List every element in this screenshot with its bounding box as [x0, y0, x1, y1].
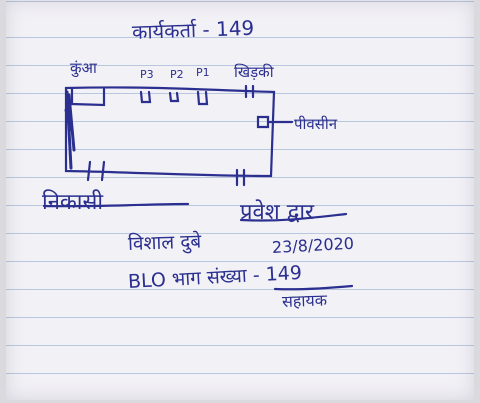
well-label: कुंआ — [70, 59, 97, 77]
role-label: सहायक — [281, 290, 328, 311]
gate-underline — [239, 212, 348, 222]
gate-ticks — [235, 168, 246, 187]
entry-gate-label: प्रवेश द्वार — [240, 200, 315, 225]
notebook-page — [6, 0, 474, 400]
pillar-p1-marker — [196, 90, 209, 106]
blo-underline — [273, 284, 354, 291]
left-wall-scribble — [64, 90, 76, 170]
pv-label: पीवसीन — [294, 115, 338, 133]
exit-ticks — [86, 160, 106, 182]
pillar-p3-label: P3 — [140, 68, 154, 81]
window-label: खिड़की — [234, 63, 274, 81]
room-outline — [64, 86, 276, 178]
pillar-p2-marker — [168, 91, 180, 103]
pillar-p1-label: P1 — [196, 66, 210, 79]
signatory-name: विशाल दुबे — [127, 230, 202, 255]
pv-box — [256, 115, 270, 129]
pillar-p3-marker — [139, 90, 152, 104]
well-box — [70, 86, 106, 107]
page-heading: कार्यकर्ता - 149 — [131, 15, 255, 44]
window-ticks — [244, 84, 255, 99]
exit-label: निकासी — [42, 190, 104, 215]
pillar-p2-label: P2 — [170, 68, 184, 81]
exit-underline — [42, 202, 190, 208]
